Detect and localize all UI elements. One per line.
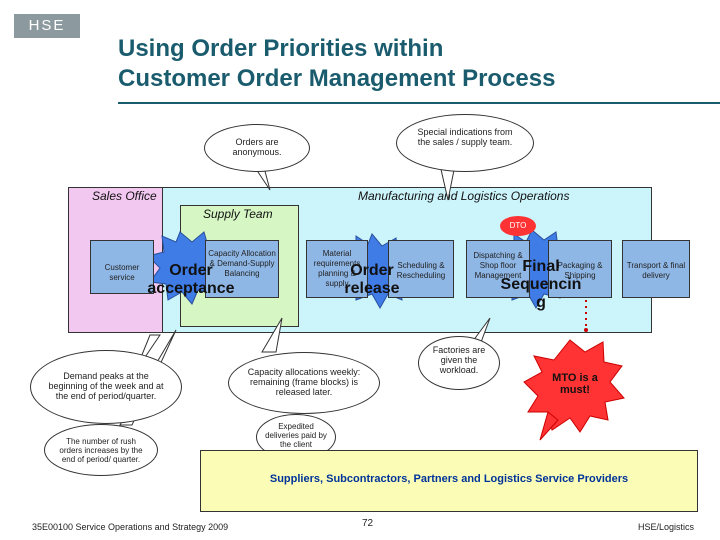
- anonymous-text: Orders are anonymous.: [232, 137, 282, 157]
- anonymous-bubble: Orders are anonymous.: [204, 124, 310, 172]
- transport-box: Transport & final delivery: [622, 240, 690, 298]
- demand-bubble: Demand peaks at the beginning of the wee…: [30, 350, 182, 424]
- supply-team-label: Supply Team: [203, 207, 273, 221]
- final-sequencing-word-3: g: [536, 294, 546, 311]
- capacity-bubble-tail: [261, 317, 283, 353]
- packaging-box: Packaging & Shipping: [548, 240, 612, 298]
- sales-office-label: Sales Office: [92, 189, 157, 203]
- order-acceptance-word-1: Order: [169, 262, 213, 279]
- title-line-2: Customer Order Management Process: [118, 65, 556, 92]
- dto-dot: [584, 328, 588, 332]
- factories-text: Factories are given the workload.: [432, 345, 486, 375]
- footer-page-number: 72: [362, 518, 374, 529]
- material-label: Material requirements planning & supply: [313, 249, 361, 288]
- title-rule: [118, 102, 720, 104]
- scheduling-label: Scheduling & Rescheduling: [396, 261, 446, 280]
- order-acceptance-text: Order acceptance: [136, 262, 246, 298]
- title-line-1: Using Order Priorities within: [118, 35, 444, 62]
- order-release-word-2: release: [344, 280, 400, 297]
- final-sequencing-word-1: Final: [522, 258, 560, 275]
- customer-service-box: Customer service: [90, 240, 154, 294]
- rush-bubble: The number of rush orders increases by t…: [44, 424, 158, 476]
- order-acceptance-word-2: acceptance: [147, 280, 235, 297]
- manufacturing-label: Manufacturing and Logistics Operations: [358, 189, 570, 203]
- capacity-weekly-text: Capacity allocations weekly: remaining (…: [247, 367, 361, 397]
- mto-burst-tail: [539, 411, 559, 441]
- scheduling-box: Scheduling & Rescheduling: [388, 240, 454, 298]
- expedited-text: Expedited deliveries paid by the client: [265, 422, 327, 449]
- mto-text: MTO is a must!: [552, 372, 598, 396]
- final-sequencing-word-2: Sequencin: [500, 276, 582, 293]
- page-title: Using Order Priorities within Customer O…: [118, 34, 678, 94]
- capacity-label: Capacity Allocation & Demand-Supply Bala…: [208, 249, 276, 278]
- capacity-box: Capacity Allocation & Demand-Supply Bala…: [205, 240, 279, 298]
- special-bubble: Special indications from the sales / sup…: [396, 114, 534, 172]
- factories-bubble: Factories are given the workload.: [418, 336, 500, 390]
- special-text: Special indications from the sales / sup…: [417, 127, 513, 147]
- hse-logo: HSE: [14, 14, 80, 38]
- customer-service-label: Customer service: [104, 263, 140, 282]
- footer-brand: HSE/Logistics: [638, 522, 695, 532]
- dto-badge: DTO: [500, 216, 536, 236]
- final-sequencing-text: Final Sequencin g: [494, 258, 588, 312]
- order-release-text: Order release: [332, 262, 412, 298]
- packaging-label: Packaging & Shipping: [557, 261, 603, 280]
- suppliers-bar: Suppliers, Subcontractors, Partners and …: [200, 450, 698, 512]
- rush-text: The number of rush orders increases by t…: [59, 437, 143, 464]
- suppliers-text: Suppliers, Subcontractors, Partners and …: [269, 473, 629, 485]
- footer-course: 35E00100 Service Operations and Strategy…: [32, 522, 229, 532]
- transport-label: Transport & final delivery: [626, 261, 686, 280]
- dispatching-box: Dispatching & Shop floor Management: [466, 240, 530, 298]
- dispatching-label: Dispatching & Shop floor Management: [473, 251, 523, 280]
- mto-burst: [523, 339, 625, 433]
- material-box: Material requirements planning & supply: [306, 240, 368, 298]
- order-release-word-1: Order: [350, 262, 394, 279]
- demand-text: Demand peaks at the beginning of the wee…: [48, 371, 164, 401]
- capacity-weekly-bubble: Capacity allocations weekly: remaining (…: [228, 352, 380, 414]
